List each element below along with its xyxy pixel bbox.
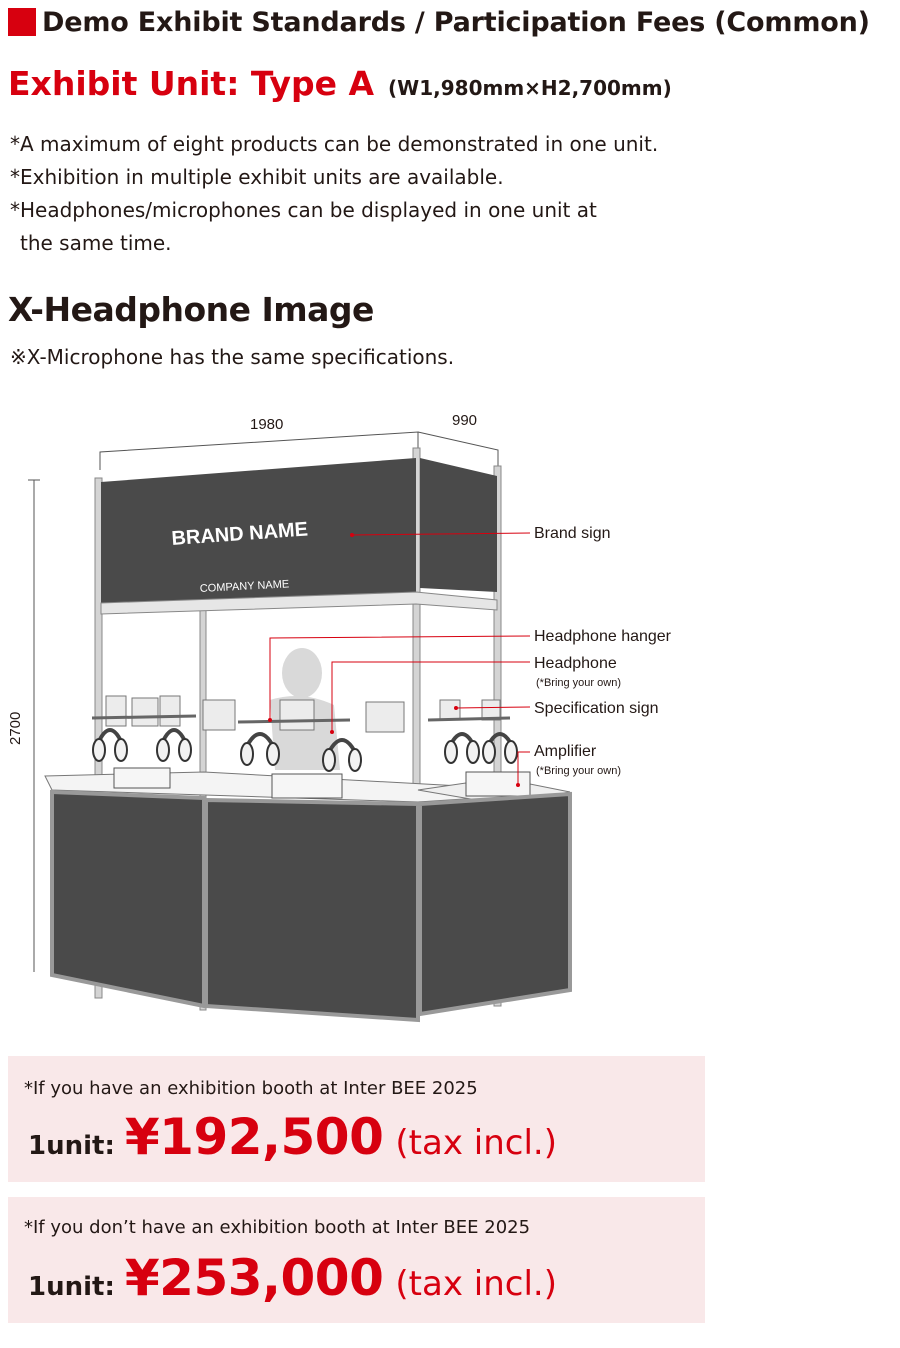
amplifier-box [465,771,531,797]
base-panel [204,797,420,1023]
callout-amplifier-note: (*Bring your own) [536,765,621,777]
fee-unit-label: 1unit: [28,1272,115,1302]
spec-sign-box [481,699,501,721]
spec-sign-box [105,695,127,727]
spec-sign-leader [455,706,531,709]
note-line: *A maximum of eight products can be demo… [10,132,659,156]
hanger-leader [269,635,531,720]
brand-sign-side-panel [420,458,497,592]
spec-sign-box [202,699,236,731]
base-panel [50,789,206,1009]
callout-headphone-hanger: Headphone hanger [534,628,672,645]
note-line: *Headphones/microphones can be displayed… [10,198,597,222]
brand-sign-panel [101,458,416,603]
company-name-text: COMPANY NAME [200,578,290,595]
headphone-leader [331,661,530,732]
callout-brand-sign: Brand sign [534,525,611,542]
depth-dim-label: 990 [452,412,477,429]
booth-diagram: 1980 990 2700 BRAND NAME COMPANY NAME [7,412,672,1023]
amplifier-leader [517,751,530,785]
height-dim-label: 2700 [7,712,24,745]
image-section-title: X-Headphone Image [8,290,374,329]
unit-dimensions: (W1,980mm×H2,700mm) [388,76,672,100]
amplifier-box [271,773,343,799]
fee-price: ¥253,000 [124,1249,384,1307]
fee-box-exhibitor: *If you have an exhibition booth at Inte… [8,1056,705,1182]
fee-tax-note: (tax incl.) [395,1123,557,1163]
unit-title: Exhibit Unit: Type A (W1,980mm×H2,700mm) [8,64,672,103]
image-section-note: ※X-Microphone has the same specification… [10,345,455,369]
fee-tax-note: (tax incl.) [395,1264,557,1304]
brand-sign-leader [351,532,531,536]
fee-price-line: 1unit: ¥192,500 (tax incl.) [28,1108,557,1166]
callout-spec-sign: Specification sign [534,700,659,717]
callout-headphone-note: (*Bring your own) [536,677,621,689]
fee-box-non-exhibitor: *If you don’t have an exhibition booth a… [8,1197,705,1323]
note-line: the same time. [20,231,172,255]
spec-sign-box [131,697,159,727]
fee-condition: *If you don’t have an exhibition booth a… [24,1217,531,1238]
hanger-bar [427,716,511,722]
width-dim-label: 1980 [250,416,283,433]
spec-sign-box [365,701,405,733]
spec-sign-box [159,695,181,727]
width-dimension-line [99,431,419,470]
fee-condition: *If you have an exhibition booth at Inte… [24,1078,478,1099]
spec-sign-box [439,699,461,721]
note-line: *Exhibition in multiple exhibit units ar… [10,165,504,189]
callout-amplifier: Amplifier [534,743,597,760]
fee-unit-label: 1unit: [28,1131,115,1161]
callout-headphone: Headphone [534,655,617,672]
page-title: Demo Exhibit Standards / Participation F… [42,6,870,38]
base-panel [418,791,572,1017]
fee-price-line: 1unit: ¥253,000 (tax incl.) [28,1249,557,1307]
amplifier-box [113,767,171,789]
unit-notes: *A maximum of eight products can be demo… [10,128,658,260]
hanger-bar [91,714,197,720]
fee-price: ¥192,500 [124,1108,384,1166]
hanger-bar [237,718,351,724]
depth-dimension-line [417,431,499,470]
unit-type-label: Exhibit Unit: Type A [8,64,375,103]
header-square-icon [8,8,36,36]
spec-sign-box [279,699,315,731]
page-header: Demo Exhibit Standards / Participation F… [8,2,870,42]
sign-shelf [100,591,498,615]
